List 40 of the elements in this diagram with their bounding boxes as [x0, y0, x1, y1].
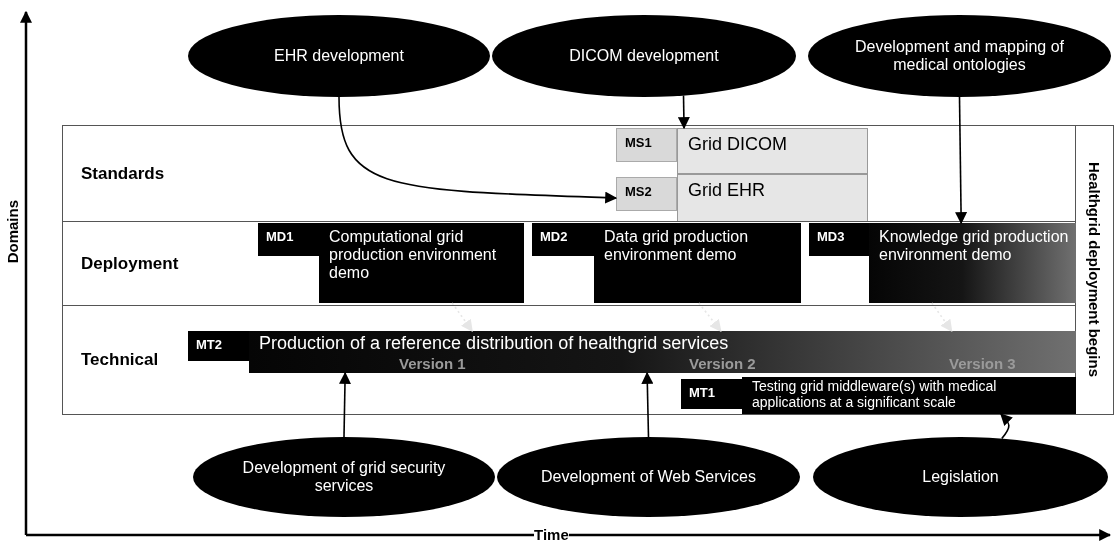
dotted-arrow [451, 302, 473, 332]
version-label: Version 1 [399, 355, 466, 372]
milestone-title: Grid DICOM [688, 134, 788, 155]
dotted-arrow [931, 302, 953, 332]
milestone-title: Production of a reference distribution of healthgrid services [259, 333, 730, 354]
event-oval: Development and mapping of medical ontologies [808, 15, 1111, 97]
band-label: Technical [81, 350, 159, 370]
arrow [677, 94, 690, 130]
domain-band [62, 125, 1076, 222]
milestone-tag: MD2 [532, 223, 594, 256]
domain-band [62, 305, 1076, 415]
dotted-arrow [698, 302, 722, 332]
event-oval: DICOM development [492, 15, 796, 97]
milestone-title: Grid EHR [688, 180, 766, 201]
axis-label: Domains [4, 200, 21, 264]
band-label: Standards [81, 163, 165, 184]
arrow [338, 96, 618, 204]
arrow [339, 371, 351, 438]
domain-band [62, 221, 1076, 306]
milestone-title: Testing grid middleware(s) with medical applications at a significant scale [752, 379, 998, 411]
event-oval: Development of grid security services [193, 437, 495, 517]
event-oval: Development of Web Services [497, 437, 800, 517]
milestone-title: Computational grid production environment demo [329, 228, 498, 282]
milestone-title: Data grid production environment demo [604, 228, 750, 264]
milestone-title: Knowledge grid production environment demo [879, 228, 1070, 264]
milestone-tag: MS1 [616, 128, 677, 162]
event-oval: Legislation [813, 437, 1108, 517]
milestone-tag: MD1 [258, 223, 319, 256]
milestone-tag: MD3 [809, 223, 869, 256]
axis-label: Time [534, 526, 569, 543]
milestone-tag: MS2 [616, 177, 677, 211]
arrow [1000, 413, 1013, 440]
version-label: Version 2 [689, 355, 756, 372]
milestone-column: Healthgrid deployment begins [1076, 125, 1114, 415]
milestone-tag: MT1 [681, 379, 742, 409]
event-oval: EHR development [188, 15, 490, 97]
arrow [955, 96, 968, 225]
milestone-tag: MT2 [188, 331, 249, 361]
band-label: Deployment [81, 253, 179, 274]
arrow [641, 371, 654, 438]
